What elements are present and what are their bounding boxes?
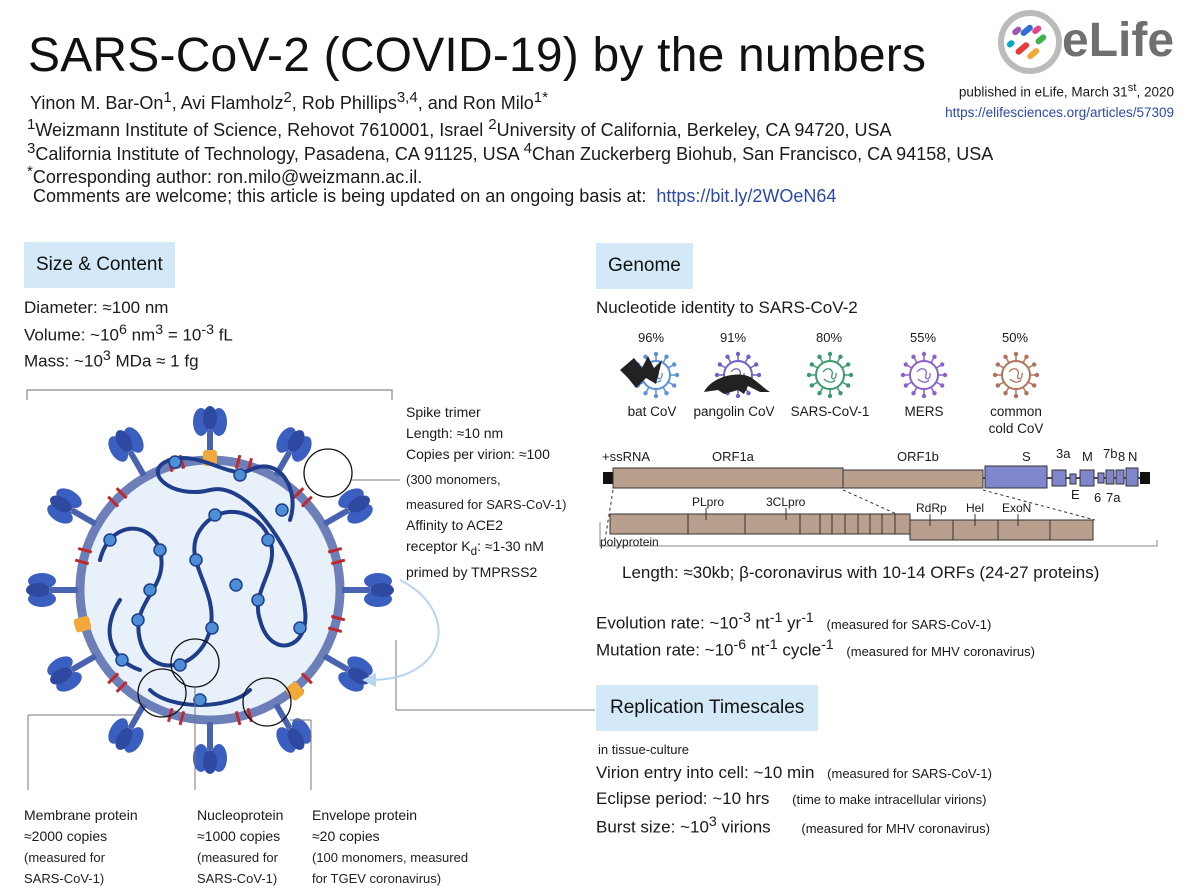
map-label-exon: ExoN [1002, 501, 1032, 515]
membrane-highlight-circle [137, 668, 187, 718]
spike-annotation: Spike trimer Length: ≈10 nm Copies per v… [406, 404, 567, 580]
publication-info: published in eLife, March 31st, 2020 htt… [945, 78, 1174, 123]
evolution-rate: Evolution rate: ~10-3 nt-1 yr-1 (measure… [596, 610, 992, 633]
virion-illustration [26, 406, 394, 774]
map-label-hel: Hel [966, 501, 985, 515]
identity-percent: 91% [720, 330, 747, 345]
map-label-polyprotein: polyprotein [600, 535, 659, 549]
map-label-7a: 7a [1106, 490, 1121, 505]
identity-title: Nucleotide identity to SARS-CoV-2 [596, 298, 858, 317]
virus-name-label: MERS [904, 404, 944, 419]
leader-lines [27, 479, 595, 790]
arrow-head-icon [362, 673, 376, 687]
map-label-3a: 3a [1056, 446, 1071, 461]
size-bracket [26, 389, 393, 400]
entry-arrow-arc [369, 579, 440, 681]
envelope-protein-annotation: Envelope protein ≈20 copies (100 monomer… [312, 807, 469, 886]
identity-percent: 96% [638, 330, 665, 345]
mutation-note: (measured for MHV coronavirus) [846, 643, 1035, 659]
burst-note: (measured for MHV coronavirus) [801, 820, 990, 836]
genome-map [599, 465, 1158, 547]
mutation-rate: Mutation rate: ~10-6 nt-1 cycle-1 (measu… [596, 637, 1035, 660]
nucleo-highlight-circle [170, 638, 220, 688]
map-label-e: E [1071, 487, 1080, 502]
envelope-highlight-circle [242, 677, 292, 727]
burst-size: Burst size: ~103 virions (measured for M… [596, 814, 990, 837]
identity-percent: 80% [816, 330, 843, 345]
identity-percent: 55% [910, 330, 937, 345]
map-label-rdrp: RdRp [916, 501, 947, 515]
map-label-ssrna: +ssRNA [602, 449, 651, 464]
replication-context: in tissue-culture [598, 742, 690, 757]
genome-heading: Genome [596, 243, 693, 289]
article-url-link[interactable]: https://elifesciences.org/articles/57309 [945, 104, 1174, 120]
virus-particle-icon [900, 351, 948, 399]
affiliation-line-1: 1Weizmann Institute of Science, Rehovot … [27, 116, 892, 140]
affiliation-line-2: 3California Institute of Technology, Pas… [27, 140, 994, 164]
virus-icons [632, 351, 1040, 399]
eclipse-note: (time to make intracellular virions) [792, 792, 987, 807]
page-title: SARS-CoV-2 (COVID-19) by the numbers [28, 29, 927, 82]
volume-text: Volume: ~106 nm3 = 10-3 fL [24, 322, 233, 345]
map-label-m: M [1082, 449, 1093, 464]
map-label-7b: 7b [1103, 446, 1118, 461]
replication-heading: Replication Timescales [596, 685, 819, 731]
elife-logo-mark-icon [998, 10, 1062, 74]
mass-text: Mass: ~103 MDa ≈ 1 fg [24, 348, 199, 371]
corresponding-author: *Corresponding author: ron.milo@weizmann… [27, 163, 423, 187]
spike-highlight-circle [303, 448, 353, 498]
comments-line: Comments are welcome; this article is be… [33, 186, 837, 206]
map-label-3clpro: 3CLpro [766, 495, 806, 509]
eclipse-period: Eclipse period: ~10 hrs (time to make in… [596, 789, 987, 808]
identity-percent: 50% [1002, 330, 1029, 345]
map-label-orf1b: ORF1b [897, 449, 939, 464]
virus-name-label: SARS-CoV-1 [790, 404, 870, 419]
spike-proteins [26, 406, 394, 774]
map-label-plpro: PLpro [692, 495, 725, 509]
elife-logo[interactable]: eLife [998, 11, 1183, 73]
map-label-s: S [1022, 449, 1031, 464]
publication-date: published in eLife, March 31st, 2020 [958, 82, 1174, 100]
virus-name-label: pangolin CoV [693, 404, 775, 419]
map-label-8: 8 [1118, 449, 1126, 464]
map-label-orf1a: ORF1a [712, 449, 754, 464]
author-list: Yinon M. Bar-On1, Avi Flamholz2, Rob Phi… [30, 89, 548, 113]
virus-particle-icon [992, 351, 1040, 399]
elife-logo-text: eLife [1062, 14, 1175, 67]
genome-length-text: Length: ≈30kb; β-coronavirus with 10-14 … [622, 563, 1100, 582]
virion-entry-note: (measured for SARS-CoV-1) [827, 766, 992, 781]
evolution-note: (measured for SARS-CoV-1) [826, 616, 992, 632]
nucleoprotein-annotation: Nucleoprotein ≈1000 copies (measured for… [197, 807, 284, 886]
map-label-6: 6 [1094, 490, 1102, 505]
pangolin-icon [704, 374, 770, 394]
virion-entry: Virion entry into cell: ~10 min (measure… [596, 763, 992, 782]
update-link[interactable]: https://bit.ly/2WOeN64 [656, 186, 837, 206]
diameter-text: Diameter: ≈100 nm [24, 298, 169, 317]
bat-icon [620, 356, 662, 388]
size-content-heading: Size & Content [24, 242, 175, 288]
virus-particle-icon [806, 351, 854, 399]
membrane-protein-annotation: Membrane protein ≈2000 copies (measured … [24, 807, 138, 886]
virus-name-label: bat CoV [627, 404, 677, 419]
map-label-n: N [1128, 449, 1138, 464]
nucleoproteins [103, 455, 307, 707]
